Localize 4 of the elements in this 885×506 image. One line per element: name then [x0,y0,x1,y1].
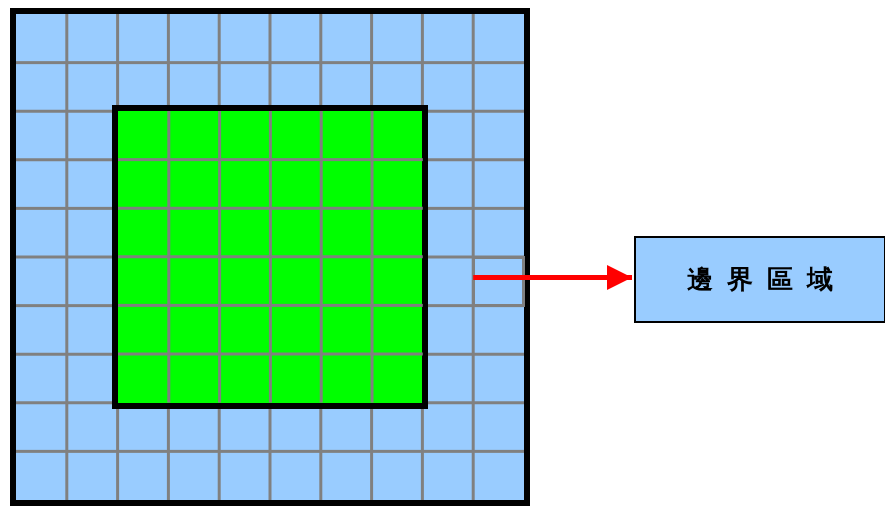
label-text: 邊界區域 [687,264,847,296]
label-box [634,236,885,323]
arrow [473,265,632,290]
outer-grid-region [10,8,530,506]
